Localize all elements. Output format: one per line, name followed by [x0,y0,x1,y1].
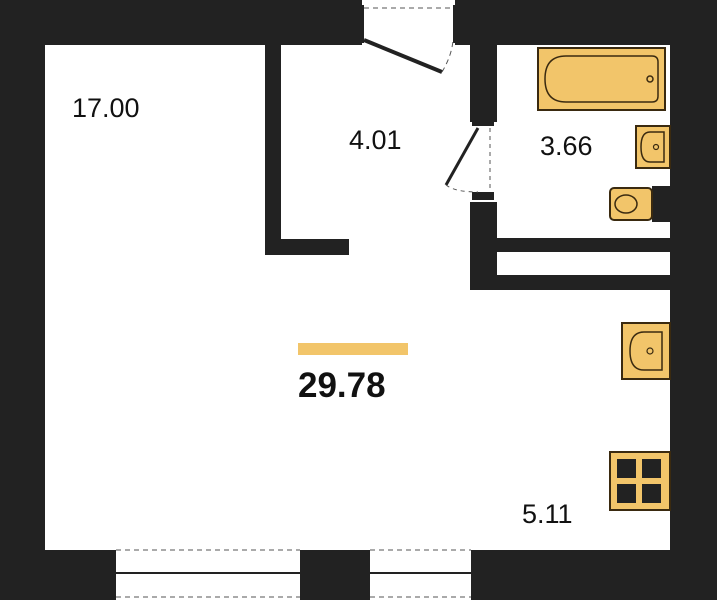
bath-door-jamb-bottom [472,192,494,200]
area-label-kitchen: 5.11 [522,499,573,529]
bathtub-icon [537,47,666,111]
partition-living-hall [265,45,281,255]
entrance-door-opening [362,0,455,45]
entrance-door-leaf [363,38,443,74]
partition-bath-bottom [470,238,670,252]
door-jamb-left [357,5,364,43]
kitchen-sink-icon [621,322,671,380]
area-label-hall: 4.01 [349,125,402,155]
floor-main [45,45,470,550]
stove-icon [609,451,671,511]
partition-duct-bottom [470,275,670,290]
area-label-living: 17.00 [72,93,140,123]
partition-right [670,120,717,300]
floor-duct [497,252,670,275]
partition-stub [265,239,349,255]
entrance-door-swing [364,7,454,73]
window-left [108,549,308,600]
door-jamb-right [453,5,460,43]
bathroom-door-leaf [444,127,480,186]
area-label-bathroom: 3.66 [540,131,593,161]
total-area-label: 29.78 [298,366,386,405]
bathroom-door-swing [445,128,491,193]
window-right [362,549,479,600]
bath-door-jamb-top [472,118,494,126]
toilet-icon [609,186,670,222]
sink-icon [635,125,671,169]
total-area-accent-bar [298,343,408,355]
